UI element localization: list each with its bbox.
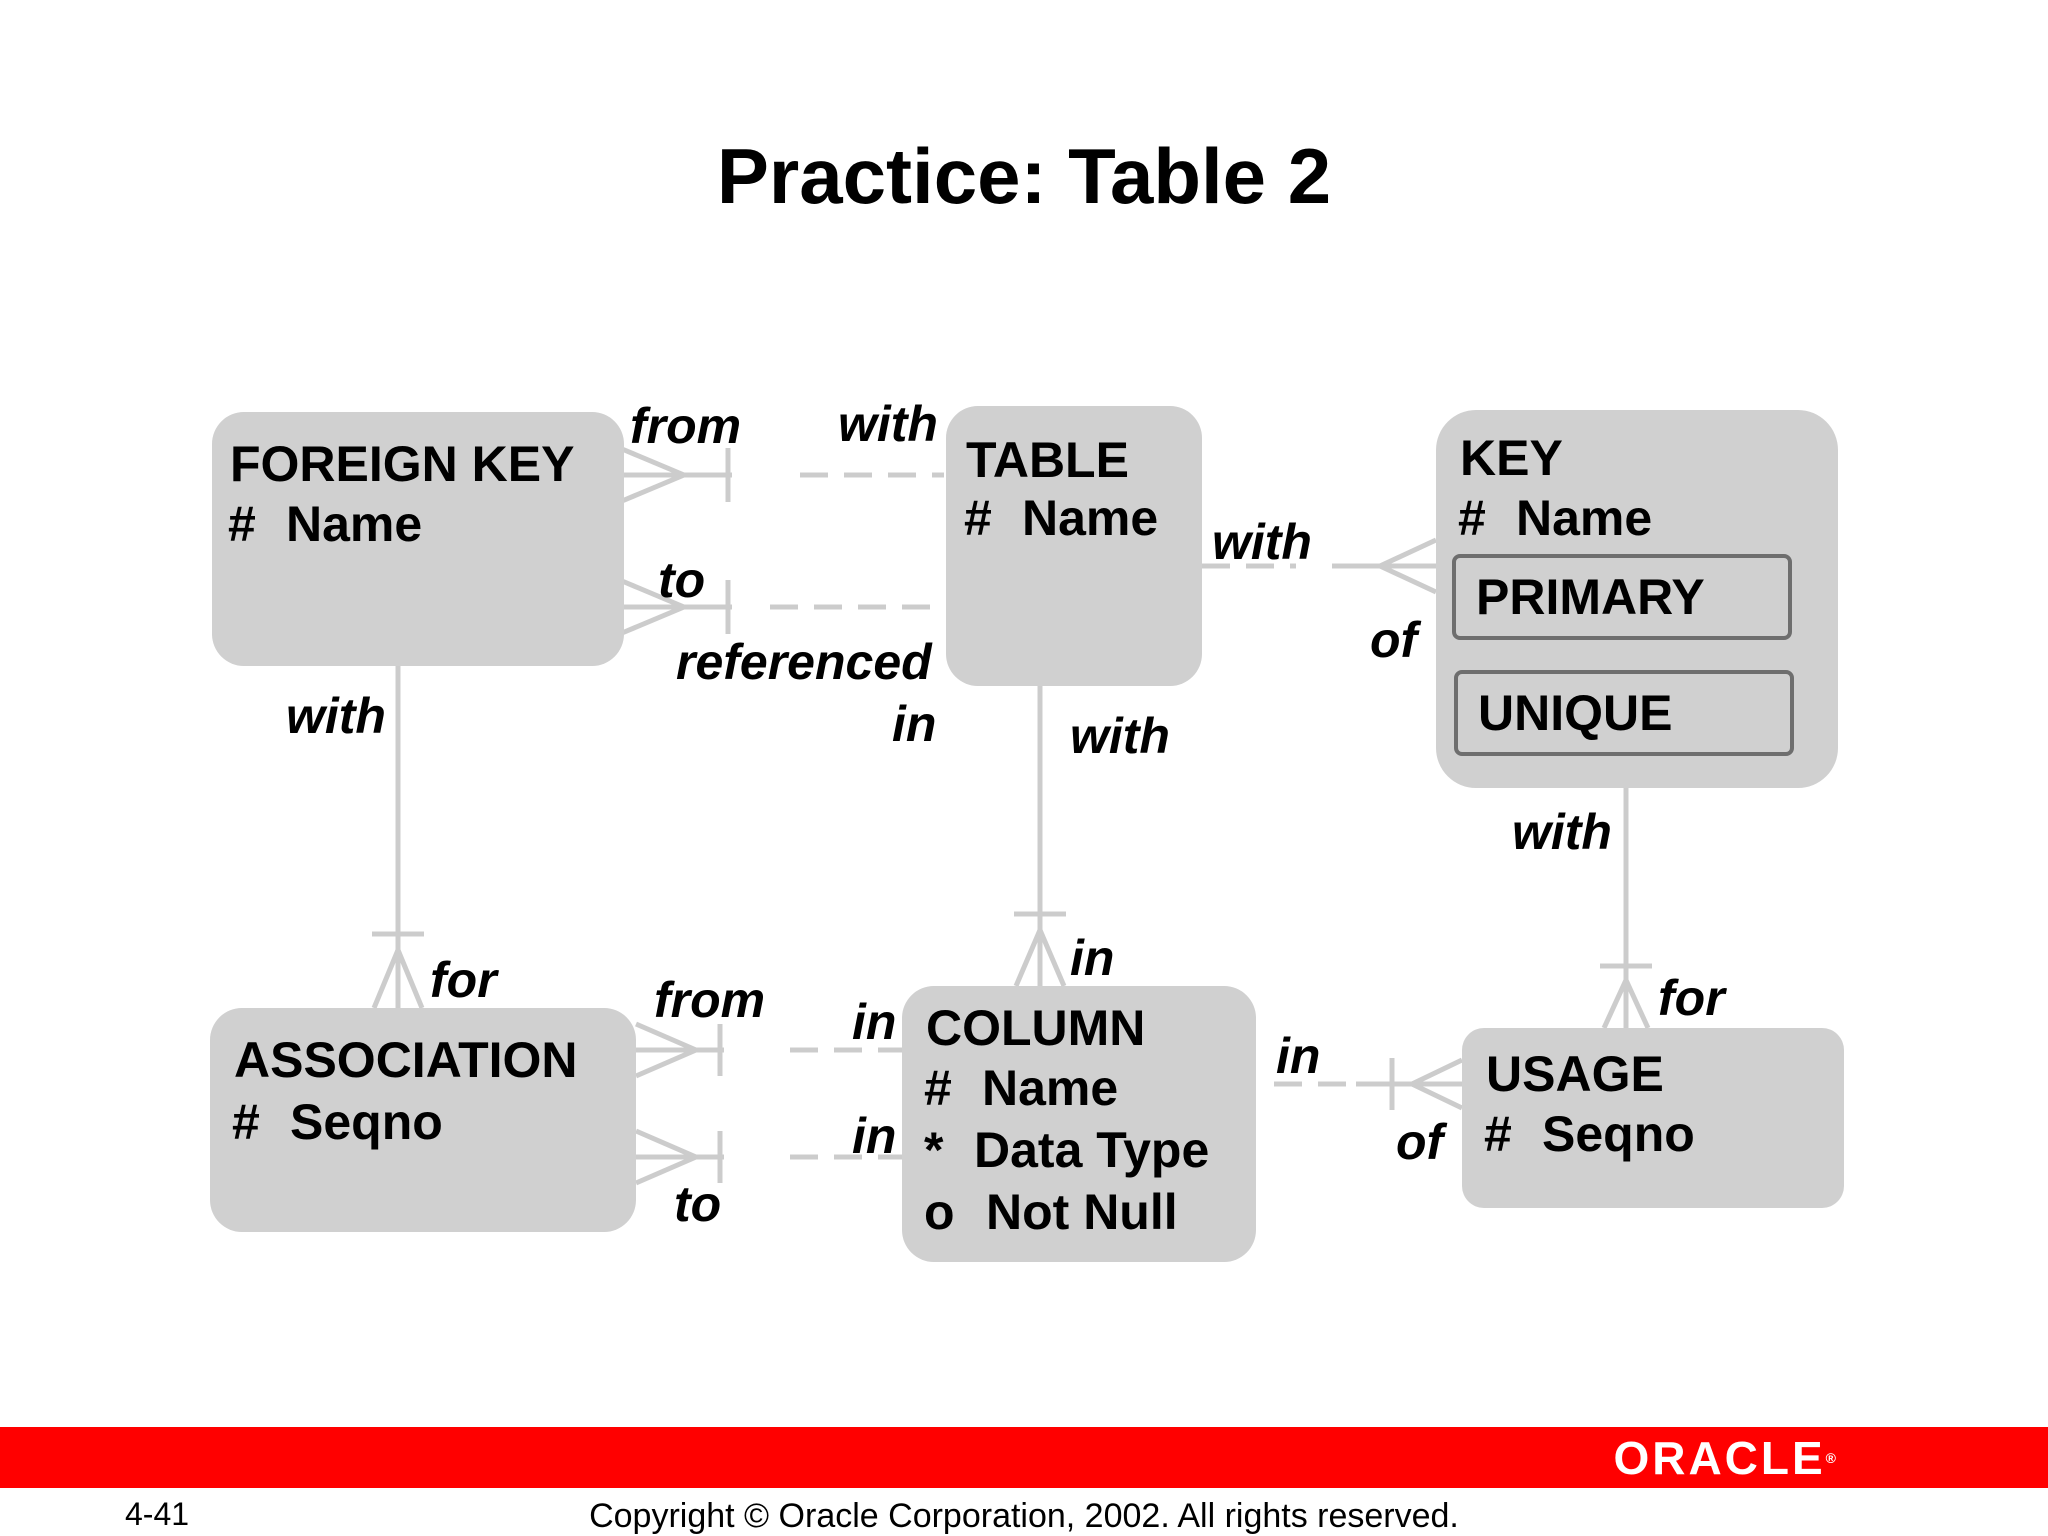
entity-name: FOREIGN KEY bbox=[230, 436, 575, 492]
line-table-key bbox=[1202, 537, 1438, 595]
entity-association: ASSOCIATION # Seqno bbox=[210, 1008, 636, 1232]
entity-name: USAGE bbox=[1486, 1046, 1664, 1102]
rel-label-table-with-key: with bbox=[1212, 514, 1312, 570]
rel-label-table-referenced-in: in bbox=[892, 696, 937, 752]
entity-key: KEY # Name PRIMARY UNIQUE bbox=[1436, 410, 1838, 788]
attribute-text: Name bbox=[1022, 490, 1159, 546]
entity-usage: USAGE # Seqno bbox=[1462, 1028, 1844, 1208]
attribute-symbol: # bbox=[232, 1094, 260, 1150]
line-column-usage bbox=[1274, 1057, 1464, 1111]
attribute: # Name bbox=[1458, 488, 1652, 548]
line-fk-to-table bbox=[621, 578, 944, 636]
copyright-notice: Copyright © Oracle Corporation, 2002. Al… bbox=[589, 1497, 1459, 1535]
rel-label-assoc-for: for bbox=[430, 952, 497, 1008]
attribute-text: Not Null bbox=[986, 1184, 1178, 1240]
rel-label-table-with: with bbox=[838, 396, 938, 452]
rel-label-column-in: in bbox=[1070, 930, 1115, 986]
rel-label-key-of: of bbox=[1370, 612, 1418, 668]
attribute-symbol: o bbox=[924, 1184, 955, 1240]
rel-label-column-in-to: in bbox=[852, 1108, 897, 1164]
rel-label-fk-from: from bbox=[630, 398, 742, 454]
subtype-unique: UNIQUE bbox=[1454, 670, 1794, 756]
oracle-logo-text: ORACLE bbox=[1613, 1432, 1826, 1484]
footer-bar: ORACLE® bbox=[0, 1427, 2048, 1488]
attribute: # Name bbox=[964, 488, 1158, 548]
line-association-from-column bbox=[635, 1021, 902, 1079]
rel-label-assoc-to: to bbox=[674, 1176, 722, 1232]
rel-label-table-referenced: referenced bbox=[676, 634, 932, 690]
entity-foreign-key: FOREIGN KEY # Name bbox=[212, 412, 624, 666]
rel-label-column-in-from: in bbox=[852, 994, 897, 1050]
line-table-column bbox=[1013, 686, 1067, 987]
page-title: Practice: Table 2 bbox=[716, 132, 1332, 220]
attribute-text: Data Type bbox=[974, 1122, 1210, 1178]
attribute-symbol: # bbox=[228, 496, 256, 552]
subtype-primary: PRIMARY bbox=[1452, 554, 1792, 640]
page-number: 4-41 bbox=[125, 1496, 190, 1532]
registered-mark: ® bbox=[1825, 1450, 1836, 1466]
entity-name: ASSOCIATION bbox=[234, 1032, 578, 1088]
line-fk-association bbox=[371, 666, 425, 1009]
attribute: * Data Type bbox=[924, 1120, 1209, 1180]
oracle-logo: ORACLE® bbox=[1613, 1435, 1836, 1481]
entity-table: TABLE # Name bbox=[946, 406, 1202, 686]
attribute-symbol: # bbox=[1484, 1106, 1512, 1162]
attribute-symbol: # bbox=[924, 1060, 952, 1116]
rel-label-fk-to: to bbox=[658, 552, 706, 608]
attribute-text: Seqno bbox=[290, 1094, 443, 1150]
entity-name: COLUMN bbox=[926, 1000, 1146, 1056]
attribute: o Not Null bbox=[924, 1182, 1178, 1242]
line-key-usage bbox=[1600, 788, 1652, 1030]
rel-label-key-with: with bbox=[1512, 804, 1612, 860]
entity-name: KEY bbox=[1460, 430, 1563, 486]
attribute-text: Name bbox=[286, 496, 423, 552]
rel-label-column-in-usage: in bbox=[1276, 1028, 1321, 1084]
line-association-to-column bbox=[635, 1128, 902, 1186]
attribute: # Seqno bbox=[232, 1092, 443, 1152]
entity-name: TABLE bbox=[966, 432, 1129, 488]
rel-label-usage-of: of bbox=[1396, 1114, 1444, 1170]
attribute: # Seqno bbox=[1484, 1104, 1695, 1164]
rel-label-table-with-column: with bbox=[1070, 708, 1170, 764]
rel-label-assoc-from: from bbox=[654, 972, 766, 1028]
attribute-symbol: * bbox=[924, 1122, 944, 1178]
attribute-symbol: # bbox=[1458, 490, 1486, 546]
attribute: # Name bbox=[228, 494, 422, 554]
attribute-text: Name bbox=[982, 1060, 1119, 1116]
attribute-text: Seqno bbox=[1542, 1106, 1695, 1162]
rel-label-usage-for: for bbox=[1658, 970, 1725, 1026]
line-fk-from-table bbox=[621, 446, 944, 504]
attribute-text: Name bbox=[1516, 490, 1653, 546]
rel-label-fk-with: with bbox=[286, 688, 386, 744]
attribute-symbol: # bbox=[964, 490, 992, 546]
entity-column: COLUMN # Name * Data Type o Not Null bbox=[902, 986, 1256, 1262]
attribute: # Name bbox=[924, 1058, 1118, 1118]
